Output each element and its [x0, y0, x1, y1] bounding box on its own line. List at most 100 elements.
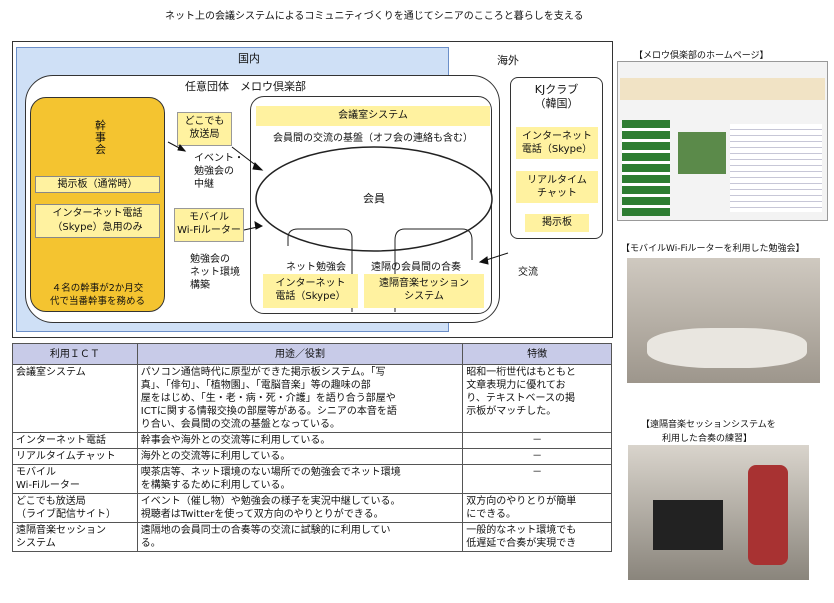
secretariat-note-l1: ４名の幹事が2か月交 — [51, 283, 144, 294]
homepage-nav — [622, 120, 670, 216]
arrow-kj-head — [478, 256, 489, 265]
kj-bbs-box — [525, 214, 589, 232]
secretariat-phone-l2: （Skype）急用のみ — [52, 222, 143, 233]
secretariat-phone-box — [35, 204, 160, 238]
table-cell: 海外との交流等に利用している。 — [140, 451, 291, 462]
table-header: 用途／役割 — [136, 343, 464, 365]
table-cell: 真」、「俳句」、「植物園」、「電脳音楽」等の趣味の部 — [140, 380, 371, 391]
kj-l1: KJクラブ — [534, 83, 579, 96]
wifi-box — [174, 208, 244, 242]
arrow-event-head — [177, 144, 187, 152]
meeting-system-label: 会議室システム — [338, 110, 408, 121]
table-cell: インターネット電話 — [16, 435, 106, 446]
broadcast-l1: どこでも — [184, 116, 225, 127]
table-cell: 低遅延で合奏が実現でき — [466, 538, 577, 549]
table-cell: リアルタイムチャット — [16, 451, 116, 462]
net-study-phone-l1: インターネット — [275, 278, 346, 289]
overseas-label: 海外 — [497, 54, 519, 67]
secretariat-bbs-label: 掲示板（通常時） — [57, 179, 138, 190]
study-table — [647, 328, 807, 368]
music-player — [748, 465, 788, 565]
event-l2: 勉強会の — [194, 166, 234, 177]
music-monitor — [653, 500, 723, 550]
secretariat-note-l2: 代で当番幹事を務める — [49, 296, 145, 307]
remote-music-sys-l1: 遠隔音楽セッション — [379, 278, 469, 289]
table-cell: 視聴者はTwitterを使って双方向のやりとりができる。 — [140, 509, 384, 520]
table-cell: にできる。 — [466, 509, 517, 520]
music-caption-l2: 利用した合奏の練習】 — [662, 434, 753, 444]
study-caption: 【モバイルWi-Fiルーターを利用した勉強会】 — [621, 244, 805, 254]
kj-phone-l2: 電話（Skype） — [521, 144, 593, 155]
table-cell: モバイル — [16, 467, 56, 478]
table-cell: － — [532, 451, 543, 462]
table-row: 遠隔音楽セッション システム 遠隔地の会員同士の合奏等の交流に試験的に利用してい… — [12, 522, 612, 552]
event-l1: イベント・ — [194, 153, 244, 164]
homepage-caption: 【メロウ倶楽部のホームページ】 — [634, 51, 769, 61]
kj-bbs-label: 掲示板 — [542, 217, 572, 228]
kj-chat-box — [516, 171, 598, 203]
table-cell: ICTに関する情報交換の部屋等がある。シニアの本音を語 — [140, 406, 397, 417]
domestic-label: 国内 — [238, 52, 260, 65]
homepage-photo — [678, 132, 726, 174]
kj-phone-box — [516, 127, 598, 159]
music-caption-l1: 【遠隔音楽セッションシステムを — [641, 420, 776, 430]
table-row: モバイル Wi-Fiルーター 喫茶店等、ネット環境のない場所での勉強会でネット環… — [12, 464, 612, 494]
exchange-label: 交流 — [518, 267, 538, 278]
kj-chat-l1: リアルタイム — [527, 175, 587, 186]
table-header: 特徴 — [462, 343, 612, 365]
table-cell: 屋をはじめ、「生・老・病・死・介護」を語り合う部屋や — [140, 393, 396, 404]
net-study-frame — [287, 228, 353, 312]
table-cell: 昭和一桁世代はもともと — [466, 367, 576, 378]
event-l3: 中継 — [194, 179, 214, 190]
remote-music-sys-l2: システム — [404, 291, 444, 302]
table-cell: 会議室システム — [16, 367, 86, 378]
table-cell: 喫茶店等、ネット環境のない場所での勉強会でネット環境 — [140, 467, 401, 478]
page-title: ネット上の会議システムによるコミュニティづくりを通じてシニアのこころと暮らしを支… — [165, 11, 584, 22]
remote-music-frame — [394, 228, 473, 312]
table-cell: どこでも放送局 — [16, 496, 86, 507]
remote-music-label: 遠隔の会員間の合奏 — [371, 262, 461, 273]
table-cell: － — [532, 467, 543, 478]
music-photo — [628, 445, 809, 580]
table-cell: － — [532, 435, 543, 446]
wifi-l1: モバイル — [189, 212, 229, 223]
homepage-screenshot — [617, 61, 828, 221]
net-study-phone-box — [263, 274, 358, 308]
table-cell: 一般的なネット環境でも — [466, 525, 577, 536]
members-ellipse — [255, 146, 493, 252]
study-env-l2: ネット環境 — [190, 267, 240, 278]
net-study-phone-l2: 電話（Skype） — [275, 291, 346, 302]
table-cell: （ライブ配信サイト） — [16, 509, 116, 520]
table-row: インターネット電話 幹事会や海外との交流等に利用している。 － — [12, 432, 612, 449]
table-cell: 幹事会や海外との交流等に利用している。 — [140, 435, 331, 446]
table-cell: る。 — [140, 538, 161, 549]
diagram-frame — [12, 41, 613, 338]
table-cell: パソコン通信時代に原型ができた掲示板システム。「写 — [140, 367, 386, 378]
arrow-broadcast-head — [252, 162, 264, 171]
table-cell: Wi-Fiルーター — [16, 480, 80, 491]
foundation-label: 会員間の交流の基盤（オフ会の連絡も含む） — [273, 133, 473, 144]
table-cell: 遠隔音楽セッション — [16, 525, 106, 536]
table-cell: 遠隔地の会員同士の合奏等の交流に試験的に利用してい — [140, 525, 391, 536]
ict-table: 利用ＩＣＴ 用途／役割 特徴 会議室システム パソコン通信時代に原型ができた掲示… — [12, 343, 612, 552]
broadcast-box — [177, 112, 232, 146]
table-cell: イベント（催し物）や勉強会の様子を実況中継している。 — [140, 496, 401, 507]
table-cell: システム — [16, 538, 56, 549]
study-env-l3: 構築 — [190, 280, 210, 291]
members-label: 会員 — [363, 192, 385, 205]
table-row: どこでも放送局 （ライブ配信サイト） イベント（催し物）や勉強会の様子を実況中継… — [12, 493, 612, 523]
kj-l2: （韓国） — [534, 97, 579, 110]
table-header: 利用ＩＣＴ — [12, 343, 138, 365]
table-cell: 文章表現力に優れてお — [466, 380, 566, 391]
meeting-system-box — [256, 106, 490, 126]
arrow-wifi-head — [254, 221, 264, 230]
study-env-l1: 勉強会の — [190, 254, 230, 265]
kj-chat-l2: チャット — [537, 188, 577, 199]
homepage-banner — [620, 78, 825, 100]
secretariat-label: 幹 事 会 — [95, 119, 106, 156]
table-row: 会議室システム パソコン通信時代に原型ができた掲示板システム。「写 真」、「俳句… — [12, 364, 612, 433]
broadcast-l2: 放送局 — [189, 129, 220, 140]
table-cell: 双方向のやりとりが簡単 — [466, 496, 577, 507]
table-cell: り合い、会員間の交流の基盤となっている。 — [140, 419, 340, 430]
